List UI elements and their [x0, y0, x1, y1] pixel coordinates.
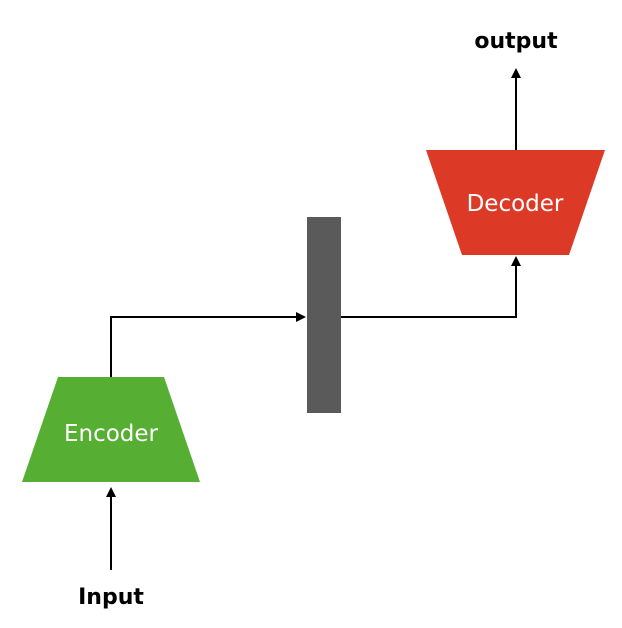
- decoder-label: Decoder: [467, 191, 564, 217]
- encoder-to-latent-arrow: [110, 312, 306, 377]
- input-label: Input: [78, 585, 144, 610]
- latent-bar: [307, 217, 341, 413]
- decoder-block: [426, 150, 605, 255]
- latent-to-decoder-arrow: [341, 256, 521, 318]
- output-label: output: [474, 29, 558, 54]
- encoder-block: [22, 377, 200, 482]
- encoder-label: Encoder: [64, 421, 159, 447]
